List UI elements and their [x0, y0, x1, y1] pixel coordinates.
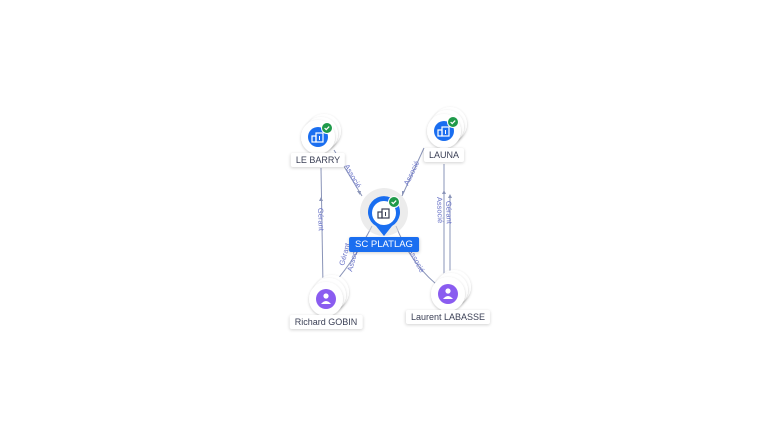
person-icon — [321, 293, 331, 304]
arrow-head — [402, 191, 405, 195]
person-avatar — [316, 289, 336, 309]
building-icon — [437, 126, 450, 137]
node-label-laurent-labasse[interactable]: Laurent LABASSE — [405, 310, 491, 324]
person-avatar — [438, 284, 458, 304]
edge-label-le-barry-center: Associé — [342, 163, 363, 190]
node-label-sc-platlag[interactable]: SC PLATLAG — [349, 237, 419, 252]
edge-label-laurent-launa-2: Associé — [435, 197, 445, 224]
edge-label-laurent-launa-1: Gérant — [444, 201, 454, 225]
arrow-head — [357, 191, 361, 195]
arrow-head — [442, 190, 446, 194]
arrow-head — [448, 194, 452, 198]
edge-richard-le-barry[interactable] — [320, 167, 324, 287]
edge-launa-center[interactable] — [401, 147, 425, 197]
node-label-richard-gobin[interactable]: Richard GOBIN — [289, 315, 363, 329]
person-icon — [443, 288, 453, 299]
node-label-le-barry[interactable]: LE BARRY — [290, 153, 346, 167]
node-label-launa[interactable]: LAUNA — [423, 148, 465, 162]
building-icon — [311, 132, 324, 143]
edge-laurent-center[interactable] — [395, 225, 437, 285]
building-icon — [377, 208, 390, 219]
node-laurent-labasse[interactable] — [431, 270, 471, 311]
node-sc-platlag[interactable] — [360, 188, 408, 236]
arrow-head — [319, 197, 323, 201]
edge-label-launa-center: Associé — [402, 159, 422, 187]
node-launa[interactable] — [427, 107, 467, 148]
edge-label-richard-le-barry: Gérant — [316, 208, 326, 232]
node-le-barry[interactable] — [301, 114, 341, 154]
node-richard-gobin[interactable] — [309, 275, 349, 316]
